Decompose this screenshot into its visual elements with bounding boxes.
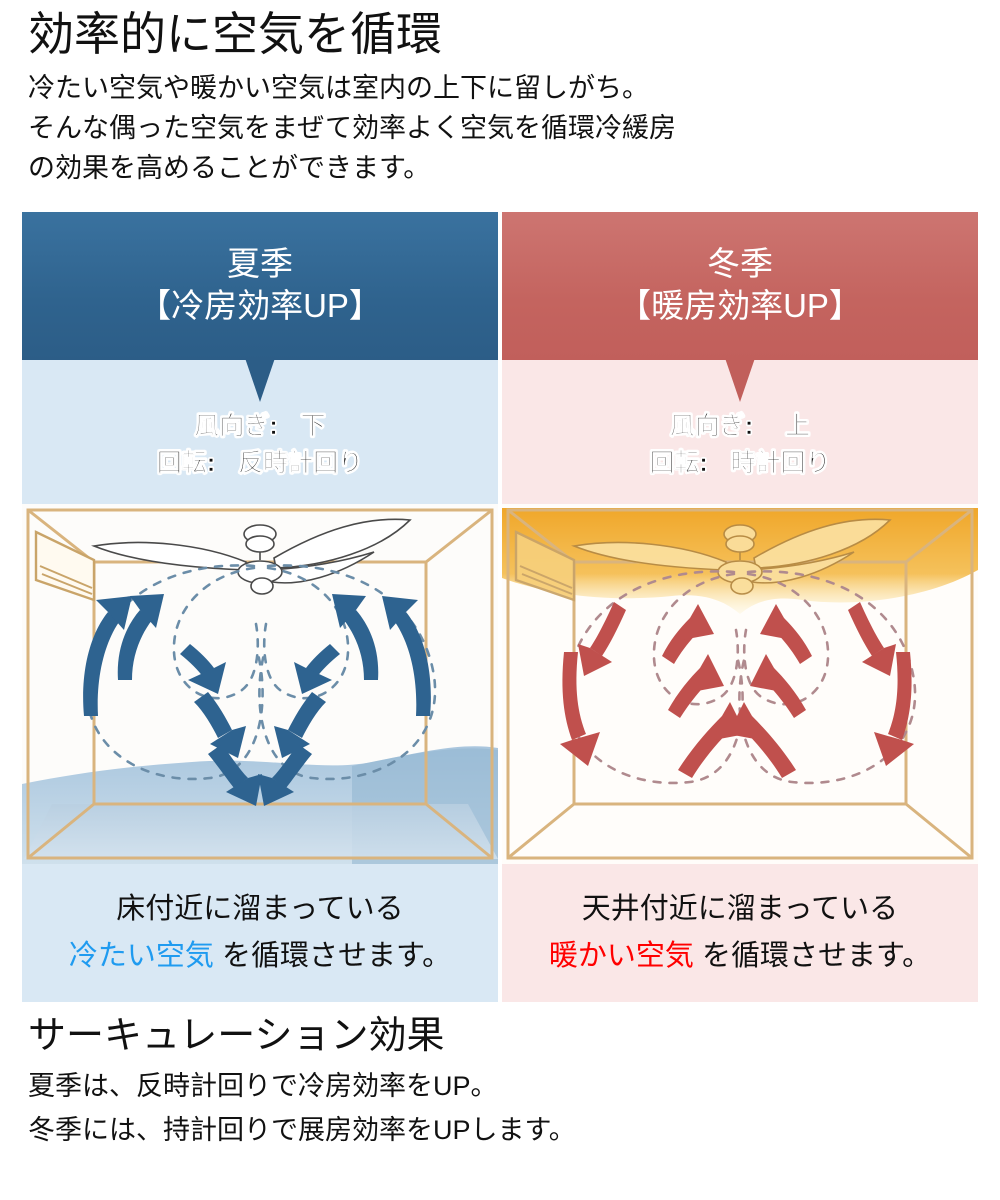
winter-panel: 冬季 【暖房効率UP】 風向ぎ: 上 回転: 時計回り	[502, 212, 978, 1002]
summer-band-title: 夏季	[227, 245, 293, 282]
summer-room-illustration	[22, 504, 498, 864]
season-panels: 夏季 【冷房効率UP】 風向ぎ: 下 回転: 反時計回り	[22, 212, 978, 1002]
winter-rotation-row: 回転: 時計回り	[502, 445, 978, 482]
air-conditioner-icon	[34, 530, 96, 602]
summer-caption-tail: を循環させます。	[213, 940, 452, 972]
winter-band-subtitle: 【暖房効率UP】	[618, 287, 862, 324]
header-line-2: そんな偶った空気をまぜて効率よく空気を循環冷緩房	[28, 113, 676, 143]
ceiling-fan-icon	[571, 518, 892, 595]
footer-title: サーキュレーション効果	[28, 1015, 445, 1057]
summer-wind-label: 風向ぎ:	[194, 412, 278, 441]
summer-caption-line-1: 床付近に溜まっている	[116, 893, 404, 925]
winter-rotation-value: 時計回り	[730, 449, 831, 478]
summer-caption: 床付近に溜まっている 冷たい空気 を循環させます。	[22, 864, 498, 1002]
summer-band-subtitle: 【冷房効率UP】	[138, 287, 382, 324]
winter-wind-row: 風向ぎ: 上	[502, 408, 978, 445]
winter-caption-tail: を循環させます。	[693, 940, 932, 972]
winter-band-title: 冬季	[707, 245, 773, 282]
summer-wind-value: 下	[300, 412, 326, 441]
header-line-3: の効果を高めることができます。	[28, 153, 431, 183]
winter-settings: 風向ぎ: 上 回転: 時計回り	[502, 408, 978, 482]
ceiling-fan-icon	[91, 518, 412, 595]
summer-panel: 夏季 【冷房効率UP】 風向ぎ: 下 回転: 反時計回り	[22, 212, 498, 1002]
summer-caption-line-2: 冷たい空気 を循環させます。	[69, 933, 451, 980]
page-title: 効率的に空気を循環	[28, 8, 442, 60]
winter-caption-line-2: 暖かい空気 を循環させます。	[549, 933, 931, 980]
summer-band-text: 夏季 【冷房効率UP】	[22, 212, 498, 360]
summer-caption-highlight: 冷たい空気	[68, 940, 214, 972]
airflow-arrows	[83, 594, 431, 806]
air-conditioner-icon	[514, 530, 576, 602]
winter-rotation-label: 回転:	[649, 449, 708, 478]
summer-rotation-value: 反時計回り	[238, 449, 364, 478]
footer-line-2: 冬季には、持計回りで展房効率をUPします。	[28, 1115, 576, 1145]
winter-caption: 天井付近に溜まっている 暖かい空気 を循環させます。	[502, 864, 978, 1002]
winter-caption-line-1: 天井付近に溜まっている	[581, 893, 899, 925]
summer-band	[22, 212, 498, 360]
summer-rotation-row: 回転: 反時計回り	[22, 445, 498, 482]
header-line-1: 冷たい空気や暖かい空気は室内の上下に留しがち。	[28, 73, 649, 103]
winter-wind-label: 風向ぎ:	[669, 412, 754, 441]
winter-caption-highlight: 暖かい空気	[548, 940, 694, 972]
winter-band	[502, 212, 978, 360]
winter-room-illustration	[502, 504, 978, 864]
summer-settings: 風向ぎ: 下 回転: 反時計回り	[22, 408, 498, 482]
winter-band-text: 冬季 【暖房効率UP】	[502, 212, 978, 360]
footer-block: サーキュレーション効果 夏季は、反時計回りで冷房効率をUP。 冬季には、持計回り…	[28, 1008, 968, 1152]
summer-pointer-icon	[245, 358, 275, 402]
winter-wind-value: 上	[785, 412, 811, 441]
footer-line-1: 夏季は、反時計回りで冷房効率をUP。	[28, 1071, 498, 1101]
summer-rotation-label: 回転:	[156, 449, 216, 478]
winter-pointer-icon	[725, 358, 755, 402]
airflow-arrows	[560, 602, 914, 778]
header-block: 効率的に空気を循環 冷たい空気や暖かい空気は室内の上下に留しがち。 そんな偶った…	[28, 6, 968, 188]
summer-wind-row: 風向ぎ: 下	[22, 408, 498, 445]
